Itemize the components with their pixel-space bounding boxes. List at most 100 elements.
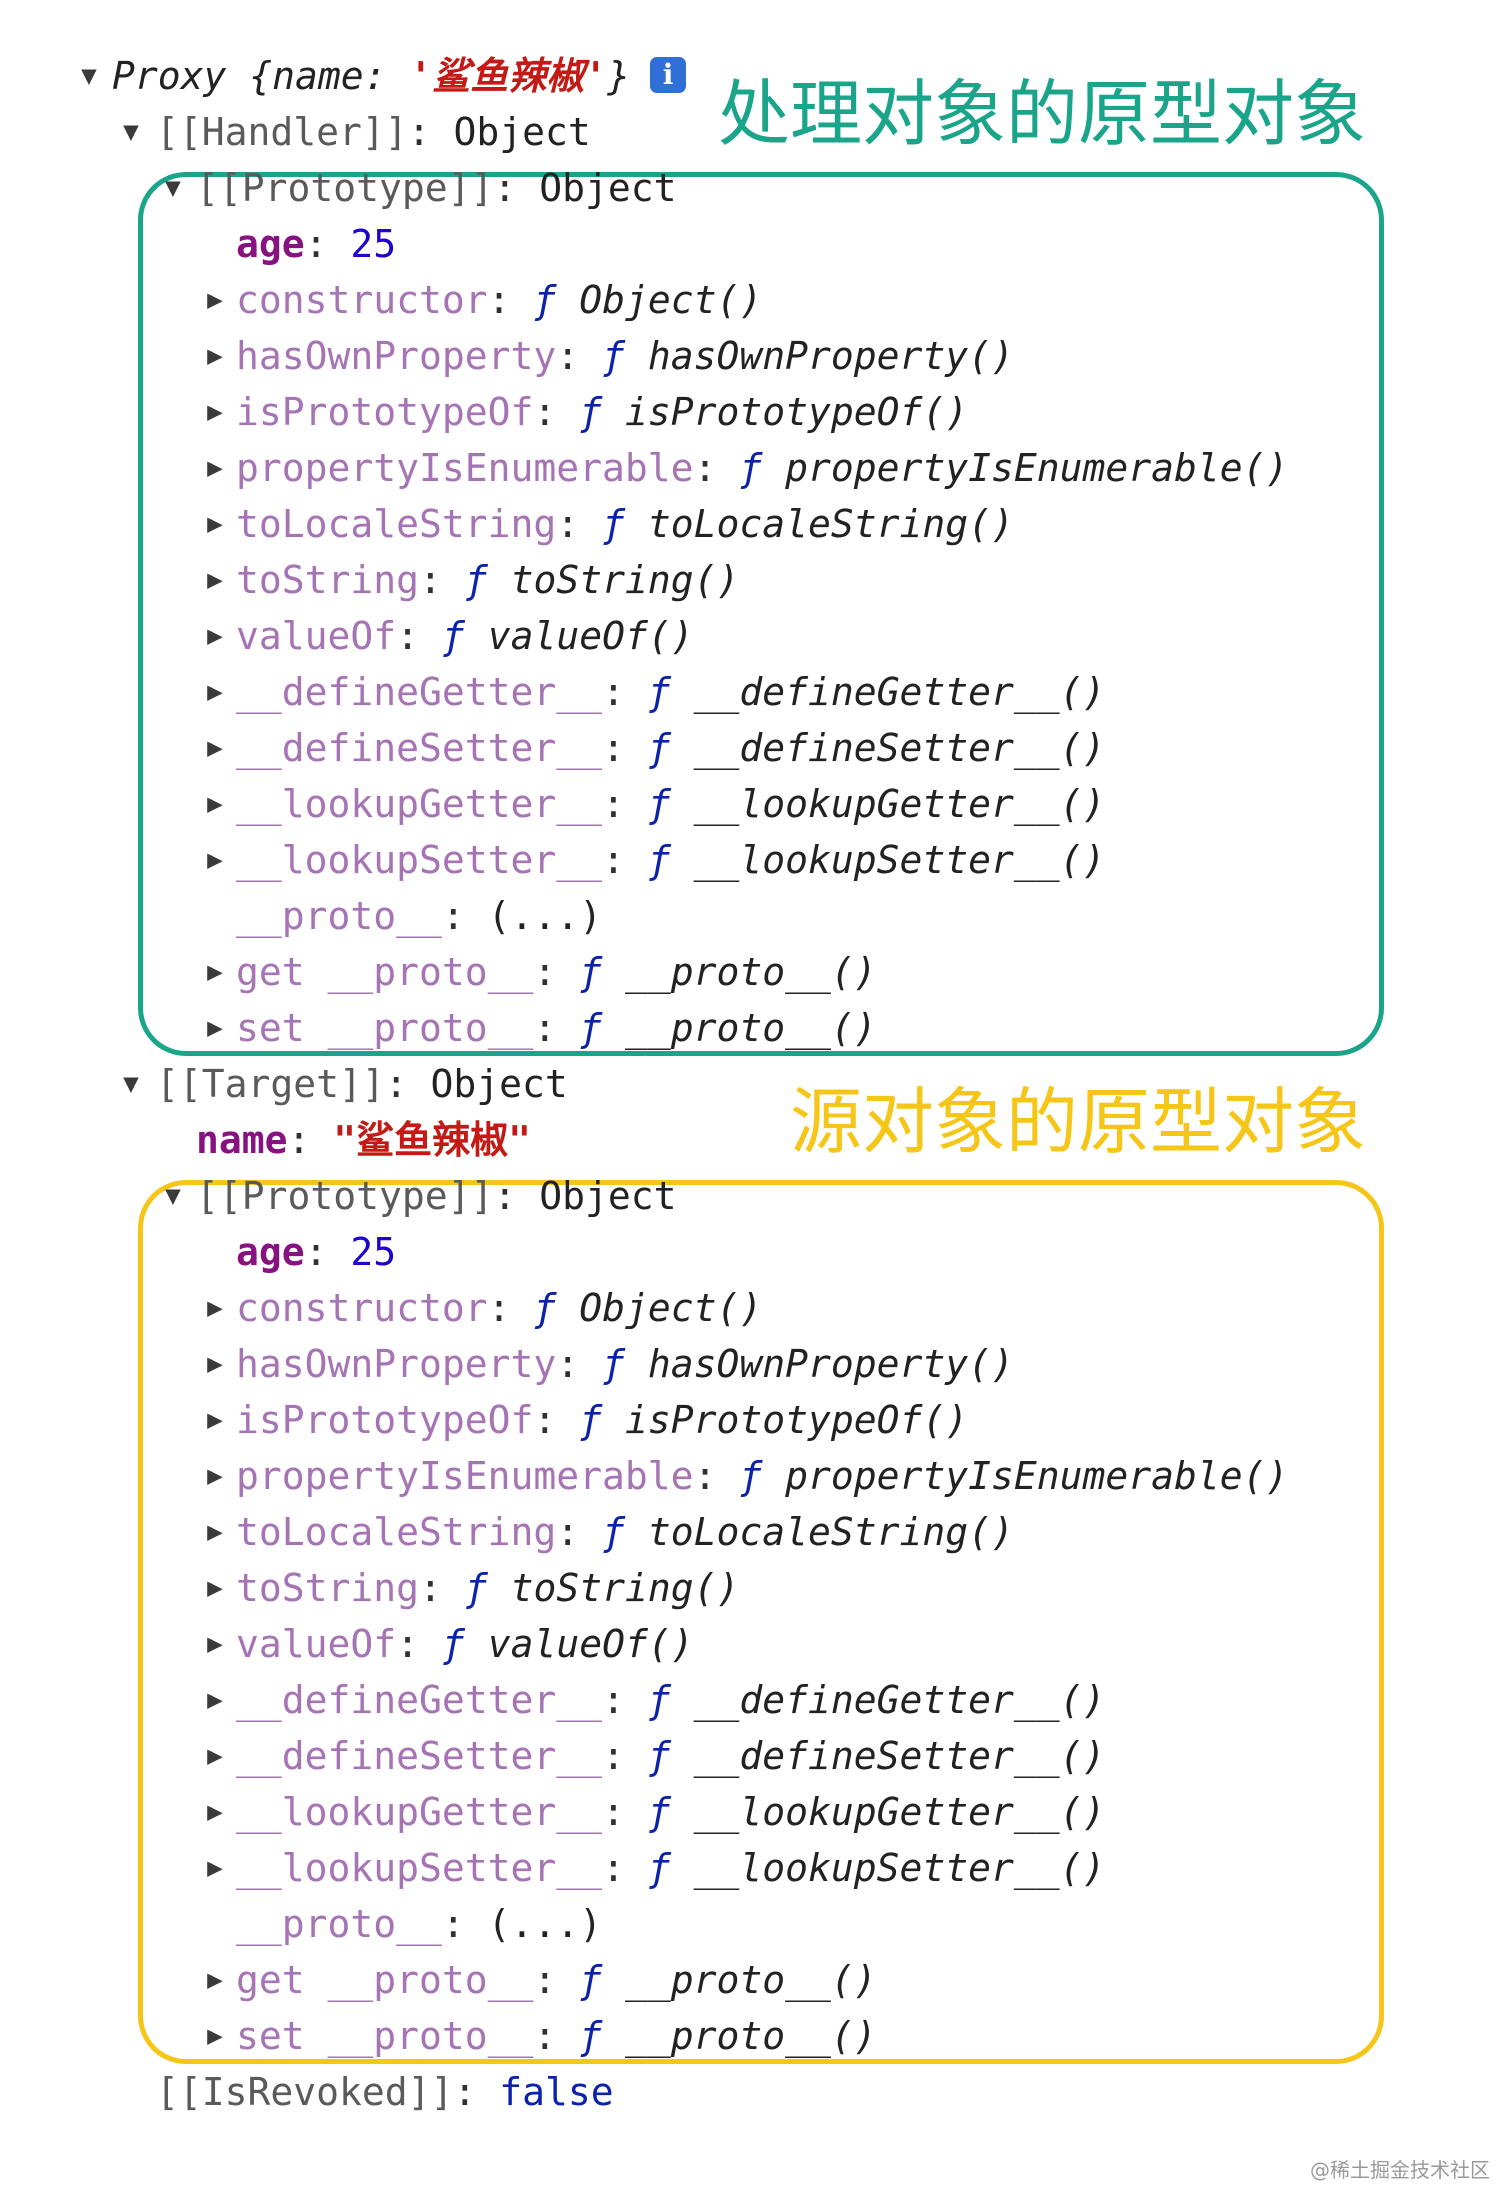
colon: : [533,1958,580,2002]
colon: : [533,1398,580,1442]
method-key: __lookupSetter__ [236,1846,603,1890]
method-key: __defineGetter__ [236,670,603,714]
expand-arrow-icon[interactable]: ▶ [207,1741,223,1771]
space [465,1622,488,1666]
space [625,1342,648,1386]
method-function: propertyIsEnumerable() [785,1454,1289,1498]
expand-arrow-icon[interactable]: ▶ [207,1013,223,1043]
function-icon: ƒ [602,1342,625,1386]
method-function: valueOf() [487,1622,694,1666]
method-key: isPrototypeOf [236,1398,534,1442]
get-proto-key: get __proto__ [236,950,534,994]
age-key: age [236,222,305,266]
colon: : [304,222,351,266]
expand-arrow-icon[interactable]: ▶ [207,1293,223,1323]
expand-arrow-icon[interactable]: ▶ [207,733,223,763]
function-icon: ƒ [441,614,465,658]
space [602,390,625,434]
method-function: Object() [579,278,763,322]
target-prototype-highlight-box [138,1180,1384,2064]
colon: : [602,726,648,770]
function-icon: ƒ [579,1958,603,2002]
function-icon: ƒ [602,502,625,546]
expand-arrow-icon[interactable]: ▶ [207,1461,223,1491]
expand-arrow-icon[interactable]: ▶ [207,1629,223,1659]
age-value: 25 [350,1230,397,1274]
method-function: valueOf() [487,614,694,658]
method-function: hasOwnProperty() [647,1342,1014,1386]
colon: : [602,782,648,826]
method-function: toLocaleString() [647,502,1014,546]
proto-value: (...) [487,1902,603,1946]
expand-arrow-icon[interactable]: ▶ [207,621,223,651]
method-key: valueOf [236,614,397,658]
function-icon: ƒ [647,726,671,770]
expand-arrow-icon[interactable]: ▶ [207,453,223,483]
colon: : [533,390,580,434]
expand-arrow-icon[interactable]: ▼ [165,1181,181,1211]
space [671,782,694,826]
expand-arrow-icon[interactable]: ▶ [207,1517,223,1547]
target-name-value: "鲨鱼辣椒" [333,1118,532,1162]
expand-arrow-icon[interactable]: ▼ [123,1069,139,1099]
space [762,446,785,490]
method-key: constructor [236,278,488,322]
expand-arrow-icon[interactable]: ▶ [207,677,223,707]
method-key: valueOf [236,1622,397,1666]
get-proto-function: __proto__() [624,950,877,994]
expand-arrow-icon[interactable]: ▶ [207,1685,223,1715]
expand-arrow-icon[interactable]: ▶ [207,1797,223,1827]
space [671,838,694,882]
expand-arrow-icon[interactable]: ▶ [207,509,223,539]
space [488,558,511,602]
method-key: __lookupGetter__ [236,782,603,826]
info-icon[interactable]: i [650,56,687,93]
expand-arrow-icon[interactable]: ▶ [207,565,223,595]
method-key: __defineSetter__ [236,1734,603,1778]
expand-arrow-icon[interactable]: ▶ [207,285,223,315]
expand-arrow-icon[interactable]: ▶ [207,1853,223,1883]
expand-arrow-icon[interactable]: ▶ [207,957,223,987]
colon: : [693,1454,740,1498]
colon: : [493,1174,540,1218]
space [602,1398,625,1442]
expand-arrow-icon[interactable]: ▼ [165,173,181,203]
method-key: toString [236,558,420,602]
expand-arrow-icon[interactable]: ▶ [207,1349,223,1379]
space [602,1958,625,2002]
method-function: __defineSetter__() [693,1734,1106,1778]
space [762,1454,785,1498]
target-prototype-annotation: 源对象的原型对象 [790,1080,1367,1164]
function-icon: ƒ [602,334,625,378]
method-key: hasOwnProperty [236,334,557,378]
get-proto-key: get __proto__ [236,1958,534,2002]
colon: : [602,838,648,882]
is-revoked-value: false [499,2070,614,2114]
is-revoked-key: [[IsRevoked]] [156,2070,454,2114]
function-icon: ƒ [739,446,763,490]
expand-arrow-icon[interactable]: ▶ [207,1405,223,1435]
colon: : [602,1846,648,1890]
method-key: isPrototypeOf [236,390,534,434]
function-icon: ƒ [464,1566,488,1610]
colon: : [602,1678,648,1722]
expand-arrow-icon[interactable]: ▶ [207,2021,223,2051]
method-key: __lookupSetter__ [236,838,603,882]
expand-arrow-icon[interactable]: ▶ [207,1573,223,1603]
colon: : [602,1734,648,1778]
method-key: toLocaleString [236,1510,557,1554]
method-function: isPrototypeOf() [624,1398,969,1442]
set-proto-function: __proto__() [624,1006,877,1050]
expand-arrow-icon[interactable]: ▶ [207,789,223,819]
expand-arrow-icon[interactable]: ▶ [207,845,223,875]
expand-arrow-icon[interactable]: ▼ [81,61,97,91]
space [556,1286,579,1330]
function-icon: ƒ [647,1790,671,1834]
expand-arrow-icon[interactable]: ▶ [207,341,223,371]
proxy-summary-prefix: Proxy {name: [112,54,410,98]
expand-arrow-icon[interactable]: ▶ [207,1965,223,1995]
colon: : [556,334,603,378]
expand-arrow-icon[interactable]: ▶ [207,397,223,427]
expand-arrow-icon[interactable]: ▼ [123,117,139,147]
set-proto-function: __proto__() [624,2014,877,2058]
